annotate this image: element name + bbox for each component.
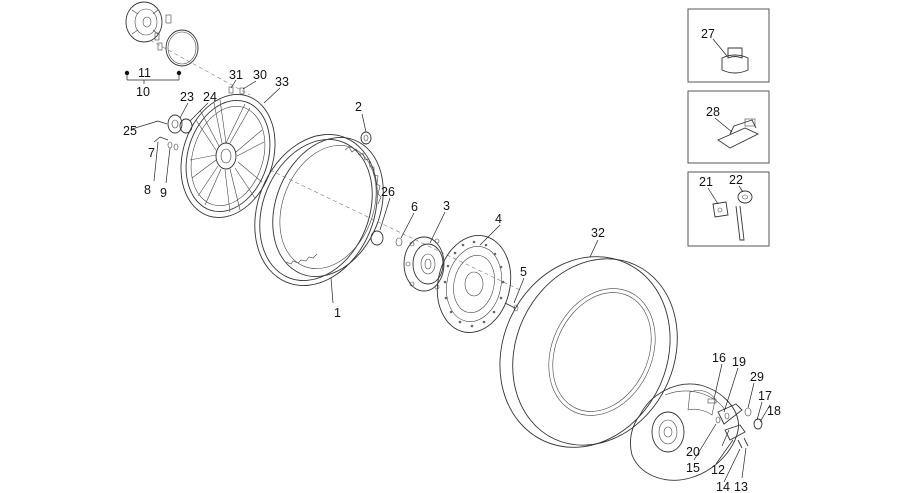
nut-part	[395, 237, 403, 247]
small-bolts-part	[157, 86, 245, 151]
callout-2: 2	[355, 100, 362, 114]
callout-20: 20	[686, 445, 700, 459]
callout-32: 32	[591, 226, 605, 240]
callout-6: 6	[411, 200, 418, 214]
callout-5: 5	[520, 265, 527, 279]
callout-13: 13	[734, 480, 748, 493]
o-ring-part	[165, 29, 199, 67]
callout-10: 10	[136, 85, 150, 99]
seal-part	[370, 230, 384, 246]
callout-12: 12	[711, 463, 725, 477]
callout-23: 23	[180, 90, 194, 104]
small-screws-part	[154, 32, 163, 51]
group-bracket-10	[124, 70, 182, 84]
callout-30: 30	[253, 68, 267, 82]
callout-29: 29	[750, 370, 764, 384]
callout-3: 3	[443, 199, 450, 213]
reference-box-21-22	[687, 171, 770, 247]
leader-lines	[131, 79, 771, 483]
callout-9: 9	[160, 186, 167, 200]
bearing-spacer-part	[167, 114, 193, 134]
hub-cap-part	[125, 1, 172, 43]
callout-19: 19	[732, 355, 746, 369]
callout-26: 26	[381, 185, 395, 199]
rim-valve-part	[360, 131, 372, 145]
callout-8: 8	[144, 183, 151, 197]
callout-31: 31	[229, 68, 243, 82]
wheel-cover-part	[180, 94, 276, 218]
caliper-bracket-part	[707, 398, 763, 449]
callout-22: 22	[729, 173, 743, 187]
reference-box-27	[687, 8, 770, 83]
brake-disc-part	[436, 235, 512, 333]
callout-21: 21	[699, 175, 713, 189]
callout-27: 27	[701, 27, 715, 41]
transmission-cover-part	[629, 383, 739, 481]
callout-4: 4	[495, 212, 502, 226]
tyre-part	[499, 256, 678, 448]
callout-1: 1	[334, 306, 341, 320]
callout-14: 14	[716, 480, 730, 493]
callout-33: 33	[275, 75, 289, 89]
callout-16: 16	[712, 351, 726, 365]
callout-labels: 1 2 3 4 5 6 7 8 9 10 11 12 13 14 15 16 1…	[123, 27, 781, 493]
reference-box-28	[687, 90, 770, 164]
callout-24: 24	[203, 90, 217, 104]
callout-15: 15	[686, 461, 700, 475]
callout-25: 25	[123, 124, 137, 138]
callout-28: 28	[706, 105, 720, 119]
wheel-rim-part	[254, 134, 384, 286]
callout-7: 7	[148, 146, 155, 160]
disc-screw-part	[504, 302, 519, 312]
callout-18: 18	[767, 404, 781, 418]
callout-17: 17	[758, 389, 772, 403]
callout-11: 11	[138, 66, 151, 80]
